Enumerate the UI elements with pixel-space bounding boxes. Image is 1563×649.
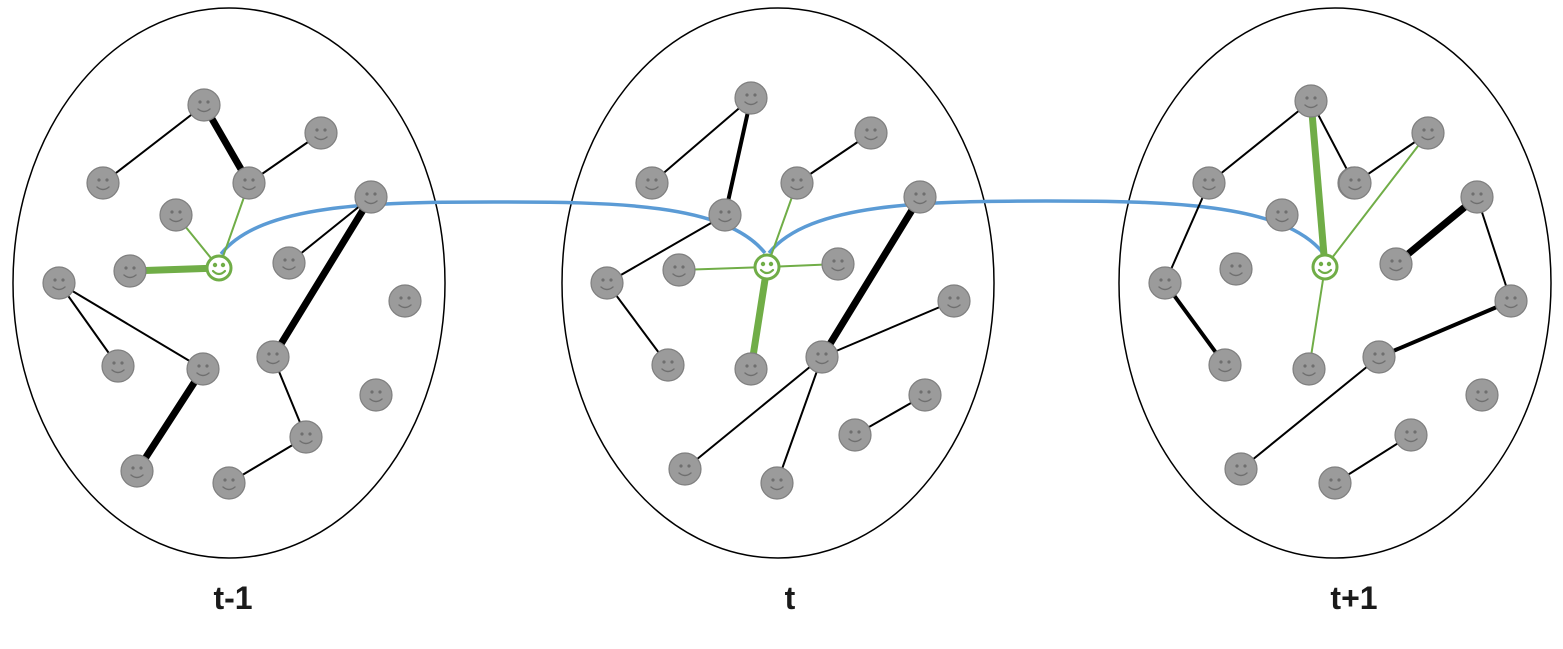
node-smiley-icon bbox=[821, 247, 855, 281]
edge-0-0 bbox=[102, 104, 205, 184]
node-smiley-icon bbox=[1362, 340, 1396, 374]
edge-1-9 bbox=[820, 195, 922, 359]
node-smiley-icon bbox=[1465, 378, 1499, 412]
node-smiley-icon bbox=[590, 266, 624, 300]
edge-2-2 bbox=[1164, 182, 1210, 284]
edge-1-6 bbox=[821, 300, 955, 358]
node-smiley-icon bbox=[359, 378, 393, 412]
snapshot-ellipse-1 bbox=[561, 7, 995, 559]
focal-edge-2-11 bbox=[1324, 132, 1429, 268]
node-smiley-icon bbox=[1494, 284, 1528, 318]
snapshot-ellipse-2 bbox=[1118, 7, 1552, 559]
node-smiley-icon bbox=[734, 352, 768, 386]
node-smiley-icon bbox=[272, 246, 306, 280]
edge-2-3 bbox=[1163, 281, 1227, 367]
node-smiley-icon bbox=[651, 348, 685, 382]
edge-2-5 bbox=[1393, 194, 1480, 267]
edge-2-0 bbox=[1208, 100, 1312, 184]
focal-node-smiley-icon bbox=[753, 253, 781, 281]
node-smiley-icon bbox=[635, 166, 669, 200]
node-smiley-icon bbox=[1379, 247, 1413, 281]
temporal-links bbox=[219, 199, 1325, 256]
temporal-link-0 bbox=[219, 200, 767, 256]
node-smiley-icon bbox=[1192, 166, 1226, 200]
node-smiley-icon bbox=[838, 418, 872, 452]
node-smiley-icon bbox=[760, 466, 794, 500]
focal-node-smiley-icon bbox=[1311, 253, 1339, 281]
node-smiley-icon bbox=[42, 266, 76, 300]
edge-0-3 bbox=[58, 282, 119, 367]
edge-1-0 bbox=[651, 97, 752, 184]
edge-0-4 bbox=[58, 282, 204, 370]
network-edges bbox=[58, 97, 1512, 484]
node-smiley-icon bbox=[805, 340, 839, 374]
edge-0-7 bbox=[270, 195, 374, 359]
node-smiley-icon bbox=[1318, 466, 1352, 500]
node-smiley-icon bbox=[1338, 166, 1372, 200]
snapshot-label-t: t bbox=[784, 580, 796, 616]
edge-0-5 bbox=[134, 367, 206, 473]
snapshot-label-t-plus-1: t+1 bbox=[1330, 580, 1378, 616]
node-smiley-icon bbox=[908, 378, 942, 412]
edge-1-8 bbox=[776, 356, 823, 484]
node-smiley-icon bbox=[120, 454, 154, 488]
node-smiley-icon bbox=[854, 116, 888, 150]
node-smiley-icon bbox=[186, 352, 220, 386]
node-smiley-icon bbox=[937, 284, 971, 318]
temporal-link-1 bbox=[767, 199, 1325, 255]
edge-1-2 bbox=[606, 214, 726, 284]
node-smiley-icon bbox=[903, 180, 937, 214]
node-smiley-icon bbox=[212, 466, 246, 500]
node-smiley-icon bbox=[388, 284, 422, 318]
node-smiley-icon bbox=[1460, 180, 1494, 214]
node-smiley-icon bbox=[1148, 266, 1182, 300]
node-smiley-icon bbox=[101, 349, 135, 383]
node-smiley-icon bbox=[668, 452, 702, 486]
node-smiley-icon bbox=[187, 88, 221, 122]
node-smiley-icon bbox=[734, 81, 768, 115]
node-smiley-icon bbox=[304, 116, 338, 150]
node-smiley-icon bbox=[1411, 116, 1445, 150]
network-nodes bbox=[42, 81, 1528, 500]
node-smiley-icon bbox=[354, 180, 388, 214]
snapshot-ellipse-0 bbox=[12, 7, 446, 559]
node-smiley-icon bbox=[1394, 418, 1428, 452]
edge-2-7 bbox=[1378, 299, 1512, 359]
node-smiley-icon bbox=[1292, 352, 1326, 386]
node-smiley-icon bbox=[1224, 452, 1258, 486]
node-smiley-icon bbox=[289, 420, 323, 454]
node-smiley-icon bbox=[1208, 348, 1242, 382]
focal-edge-1-14 bbox=[747, 266, 771, 370]
node-smiley-icon bbox=[232, 166, 266, 200]
edge-1-7 bbox=[684, 356, 823, 470]
node-smiley-icon bbox=[159, 198, 193, 232]
edge-0-6 bbox=[288, 196, 372, 264]
node-smiley-icon bbox=[1294, 84, 1328, 118]
node-smiley-icon bbox=[662, 253, 696, 287]
node-smiley-icon bbox=[113, 254, 147, 288]
edge-1-3 bbox=[606, 282, 669, 366]
edge-2-6 bbox=[1476, 196, 1512, 302]
focal-node-smiley-icon bbox=[205, 254, 233, 282]
node-smiley-icon bbox=[1219, 252, 1253, 286]
edge-2-8 bbox=[1240, 356, 1380, 470]
node-smiley-icon bbox=[1265, 198, 1299, 232]
snapshot-ellipses bbox=[12, 7, 1552, 559]
focal-edge-2-12 bbox=[1308, 266, 1326, 370]
node-smiley-icon bbox=[780, 166, 814, 200]
node-smiley-icon bbox=[86, 166, 120, 200]
snapshot-label-t-minus-1: t-1 bbox=[213, 580, 253, 616]
edge-1-1 bbox=[723, 97, 753, 216]
focal-edge-2-10 bbox=[1307, 100, 1329, 268]
node-smiley-icon bbox=[708, 198, 742, 232]
node-smiley-icon bbox=[256, 340, 290, 374]
